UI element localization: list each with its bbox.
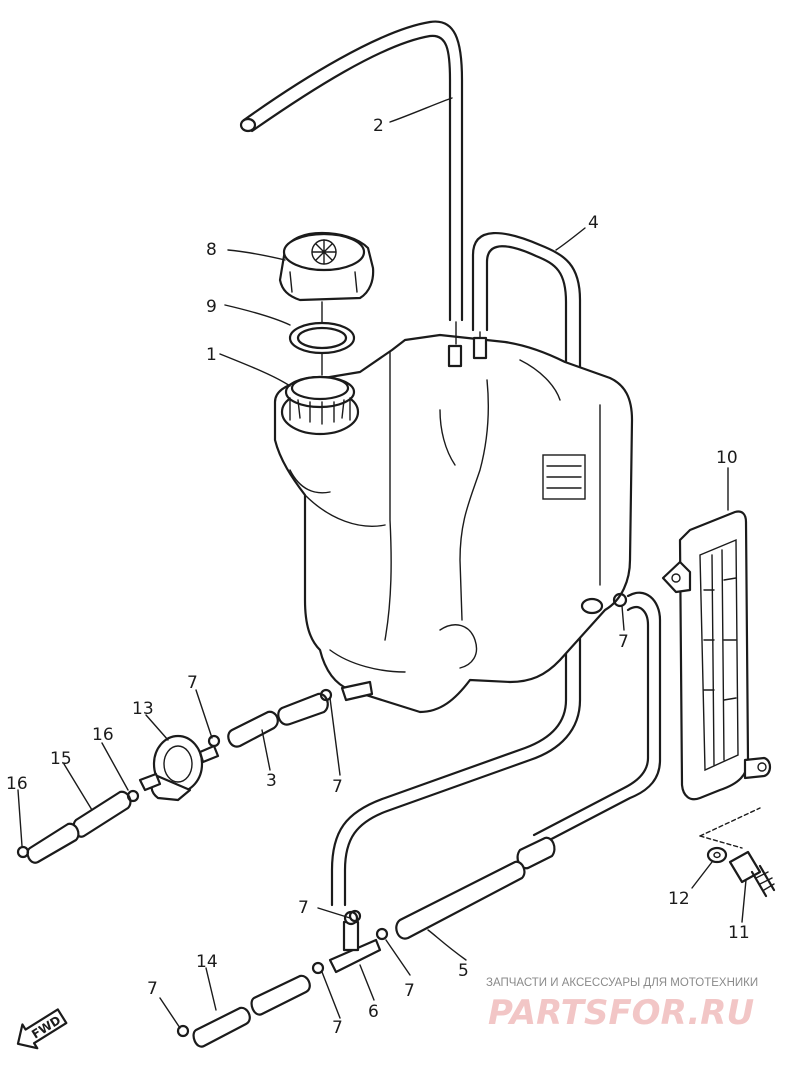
label-9: 9 <box>206 297 217 317</box>
reference-lines <box>699 807 761 849</box>
label-7e: 7 <box>404 981 415 1001</box>
hose-15 <box>26 790 132 864</box>
radiator-cap-8 <box>278 231 375 302</box>
watermark: ЗАПЧАСТИ И АКСЕССУАРЫ ДЛЯ МОТОТЕХНИКИ PA… <box>486 977 758 1033</box>
bolt-11 <box>728 850 776 898</box>
alignment-lines <box>321 301 481 376</box>
label-2: 2 <box>373 116 384 136</box>
label-3: 3 <box>266 771 277 791</box>
hose-14 <box>192 974 311 1048</box>
fwd-arrow-icon: FWD <box>16 1008 68 1050</box>
washer-12 <box>706 846 728 864</box>
watermark-tagline: ЗАПЧАСТИ И АКСЕССУАРЫ ДЛЯ МОТОТЕХНИКИ <box>486 977 758 989</box>
label-11: 11 <box>728 923 750 943</box>
label-7g: 7 <box>332 1018 343 1038</box>
filler-neck <box>280 375 360 436</box>
reservoir-tank <box>273 333 634 714</box>
hose-5 <box>395 591 662 940</box>
label-14: 14 <box>196 952 218 972</box>
o-ring-9 <box>288 321 356 355</box>
tee-joint-6 <box>328 910 382 974</box>
clamps-16 <box>16 789 140 859</box>
clamps-7 <box>176 592 628 1038</box>
bracket-10 <box>661 510 772 801</box>
label-10: 10 <box>716 448 738 468</box>
label-1: 1 <box>206 345 217 365</box>
label-4: 4 <box>588 213 599 233</box>
label-8: 8 <box>206 240 217 260</box>
part-labels: 2 4 8 9 1 10 7 7 13 16 15 16 3 7 12 11 7… <box>6 116 750 1038</box>
vent-hose-2 <box>239 20 464 322</box>
label-7a: 7 <box>618 632 629 652</box>
label-7f: 7 <box>147 979 158 999</box>
watermark-brand: PARTSFOR.RU <box>488 993 754 1033</box>
leader-lines <box>17 97 747 1029</box>
label-15: 15 <box>50 749 72 769</box>
label-7d: 7 <box>298 898 309 918</box>
hose-3 <box>227 692 329 748</box>
label-12: 12 <box>668 889 690 909</box>
label-6: 6 <box>368 1002 379 1022</box>
label-13: 13 <box>132 699 154 719</box>
label-16b: 16 <box>6 774 28 794</box>
filter-13 <box>138 734 220 802</box>
label-7b: 7 <box>187 673 198 693</box>
label-5: 5 <box>458 961 469 981</box>
overflow-hose-4 <box>330 231 582 907</box>
label-7c: 7 <box>332 777 343 797</box>
label-16a: 16 <box>92 725 114 745</box>
